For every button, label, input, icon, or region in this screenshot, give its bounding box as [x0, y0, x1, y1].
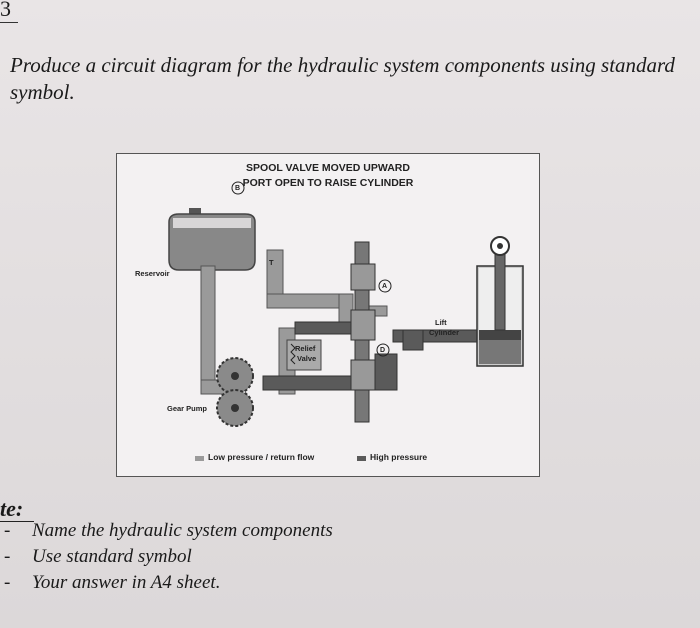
note-item-text: Name the hydraulic system components [32, 520, 333, 541]
hydraulic-diagram [168, 181, 524, 461]
reservoir-label: Reservoir [135, 269, 170, 278]
high-pressure-lines [262, 321, 478, 391]
gear-pump-label: Gear Pump [167, 404, 208, 413]
port-b-marker: B [235, 185, 241, 192]
relief-valve-label-1: Relief [295, 344, 316, 353]
spool-valve [350, 241, 376, 423]
note-item-text: Use standard symbol [32, 546, 192, 567]
relief-valve-label-2: Valve [297, 354, 317, 363]
legend-low-text: Low pressure / return flow [208, 452, 315, 462]
page-number: 3 [0, 0, 11, 21]
return-line-label: T [269, 258, 274, 267]
lift-cylinder-label-2: Cylinder [429, 328, 460, 337]
note-item: -Your answer in A4 sheet. [4, 572, 220, 594]
note-title: te: [0, 496, 24, 521]
port-b-circle [231, 181, 245, 195]
legend-high-swatch [357, 456, 366, 461]
relief-valve-spring [290, 343, 296, 365]
question-text: Produce a circuit diagram for the hydrau… [10, 53, 675, 104]
bullet-dash: - [4, 520, 11, 541]
note-item-text: Your answer in A4 sheet. [32, 572, 221, 593]
legend-low-swatch [195, 456, 204, 461]
reservoir-air-space [173, 218, 251, 228]
bullet-dash: - [4, 546, 11, 567]
hydraulic-figure: SPOOL VALVE MOVED UPWARD PORT OPEN TO RA… [116, 153, 540, 477]
gear-pump [216, 357, 254, 427]
figure-title-line2: PORT OPEN TO RAISE CYLINDER [242, 177, 414, 189]
reservoir-cap [189, 208, 201, 218]
note-title-underline [0, 521, 34, 522]
note-item: -Use standard symbol [4, 546, 192, 568]
bullet-dash: - [4, 572, 11, 593]
port-a-marker: A [382, 283, 388, 290]
figure-title-line1: SPOOL VALVE MOVED UPWARD [246, 162, 410, 174]
port-d-circle [376, 343, 390, 357]
port-d-marker: D [380, 347, 386, 354]
note-item: -Name the hydraulic system components [4, 520, 333, 542]
legend-high-text: High pressure [370, 452, 428, 462]
port-a-circle [378, 279, 392, 293]
lift-cylinder-label-1: Lift [435, 318, 447, 327]
page-number-underline [0, 22, 18, 23]
lift-cylinder [476, 236, 524, 367]
